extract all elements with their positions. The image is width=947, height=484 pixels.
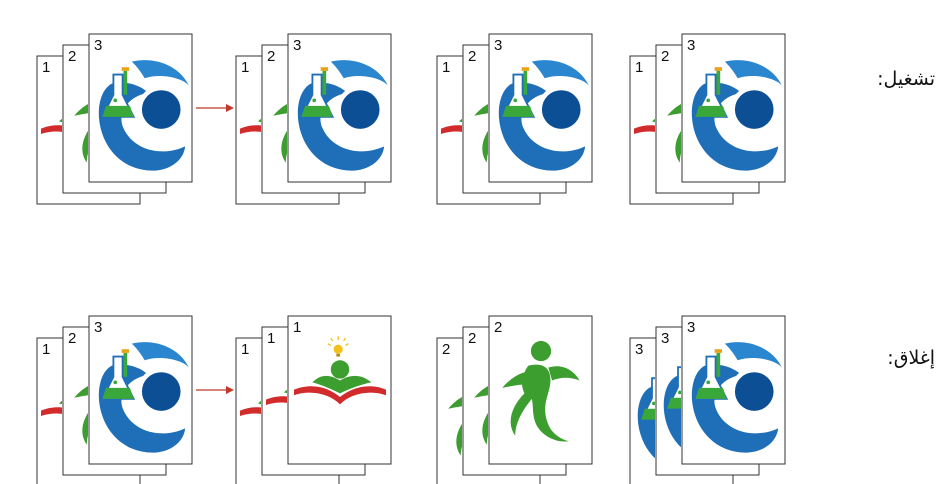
page-stack: 1 2 3 — [630, 34, 785, 204]
page-stack: 1 2 3 — [437, 34, 592, 204]
page-number: 1 — [42, 59, 50, 76]
page-number: 1 — [442, 59, 450, 76]
page-sheet: 3 — [89, 316, 192, 464]
page-number: 2 — [267, 48, 275, 65]
row-label-collate-off: إغلاق: — [887, 347, 935, 369]
page-number: 2 — [468, 330, 476, 347]
page-stack: 3 3 3 — [630, 316, 785, 484]
page-number: 1 — [241, 341, 249, 358]
page-number: 3 — [661, 330, 669, 347]
page-sheet: 2 — [489, 316, 592, 464]
page-number: 3 — [94, 37, 102, 54]
page-number: 3 — [635, 341, 643, 358]
page-sheet: 3 — [89, 34, 192, 182]
page-number: 2 — [494, 319, 502, 336]
page-number: 1 — [293, 319, 301, 336]
page-number: 1 — [42, 341, 50, 358]
page-number: 2 — [68, 330, 76, 347]
page-number: 3 — [687, 37, 695, 54]
page-number: 1 — [241, 59, 249, 76]
page-stack: 1 2 3 — [37, 316, 192, 484]
page-stack: 1 2 3 — [37, 34, 192, 204]
arrow-head — [226, 104, 234, 112]
page-sheet: 3 — [682, 316, 785, 464]
page-sheet: 3 — [288, 34, 391, 182]
page-stack: 1 1 1 — [236, 316, 391, 484]
page-stack: 1 2 3 — [236, 34, 391, 204]
row-label-collate-on: تشغيل: — [877, 68, 935, 90]
arrow-head — [226, 386, 234, 394]
page-number: 2 — [661, 48, 669, 65]
page-number: 3 — [494, 37, 502, 54]
collation-row: 1 2 3 1 1 1 2 2 2 3 3 3 — [37, 316, 785, 484]
page-number: 3 — [293, 37, 301, 54]
collation-row: 1 2 3 1 2 3 1 2 3 1 2 3 — [37, 34, 785, 204]
arrow — [196, 386, 234, 394]
page-number: 3 — [94, 319, 102, 336]
page-sheet: 3 — [489, 34, 592, 182]
page-number: 3 — [687, 319, 695, 336]
page-number: 2 — [442, 341, 450, 358]
page-sheet: 3 — [682, 34, 785, 182]
page-number: 1 — [635, 59, 643, 76]
page-number: 1 — [267, 330, 275, 347]
arrow — [196, 104, 234, 112]
page-sheet: 1 — [288, 316, 391, 464]
page-stack: 2 2 2 — [437, 316, 592, 484]
page-number: 2 — [68, 48, 76, 65]
page-number: 2 — [468, 48, 476, 65]
